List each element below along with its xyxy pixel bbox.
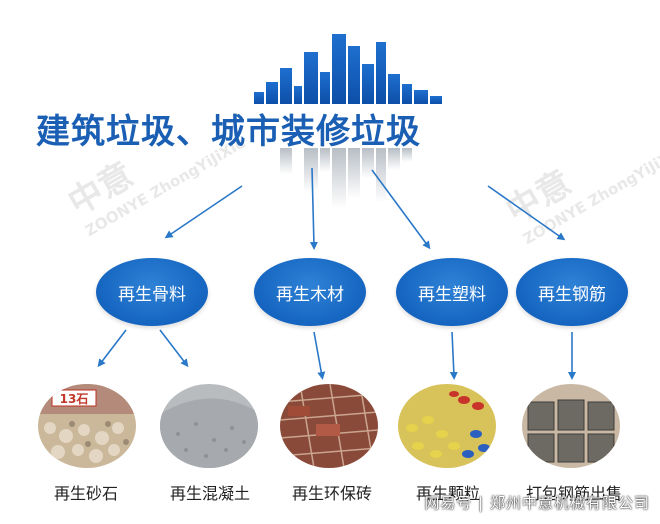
photo-recycled-eco-brick <box>280 384 378 468</box>
category-recycled-aggregate: 再生骨料 <box>96 258 208 326</box>
city-skyline-graphic <box>254 34 442 208</box>
pellets-image <box>398 384 496 468</box>
arrow-title-to-aggregate <box>164 185 243 239</box>
sand-gravel-image: 13石 <box>38 384 136 468</box>
category-recycled-wood: 再生木材 <box>254 258 366 326</box>
category-label: 再生木材 <box>276 284 344 305</box>
product-label-pellets: 再生颗粒 <box>415 484 481 503</box>
arrow-title-to-steel <box>487 185 566 241</box>
baled-steel-image <box>522 384 620 468</box>
category-label: 再生钢筋 <box>538 284 606 305</box>
arrow-wood-to-brick <box>313 331 326 380</box>
arrow-aggregate-to-concrete <box>159 329 189 368</box>
page-title: 建筑垃圾、城市装修垃圾 <box>36 112 421 152</box>
photo-recycled-pellets <box>398 384 496 468</box>
source-watermark: 网易号 | 郑州中意机械有限公司 <box>424 494 650 512</box>
photo-recycled-sand-gravel: 13石 <box>38 384 136 468</box>
photo-baled-steel <box>522 384 620 468</box>
product-label-eco-brick: 再生环保砖 <box>291 484 373 503</box>
arrow-title-to-wood <box>309 167 318 250</box>
category-label: 再生骨料 <box>118 284 186 305</box>
photo-recycled-concrete <box>160 384 258 468</box>
photo-sign-text: 13石 <box>60 392 89 406</box>
product-label-sand-gravel: 再生砂石 <box>53 484 119 503</box>
category-recycled-plastic: 再生塑料 <box>396 258 508 326</box>
product-label-concrete: 再生混凝土 <box>169 484 251 503</box>
arrow-title-to-plastic <box>371 169 431 250</box>
category-recycled-steel: 再生钢筋 <box>516 258 628 326</box>
category-label: 再生塑料 <box>418 284 486 305</box>
arrow-plastic-to-pellets <box>449 331 458 380</box>
eco-brick-image <box>280 384 378 468</box>
product-label-baled-steel: 打包钢筋出售 <box>525 484 623 503</box>
concrete-image <box>160 384 258 468</box>
arrow-aggregate-to-sand <box>97 329 127 368</box>
